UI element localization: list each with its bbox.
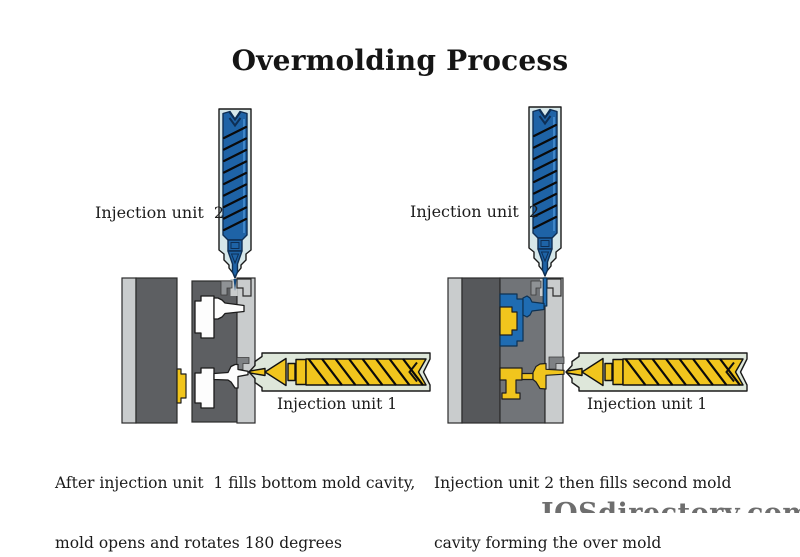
mold-cavity-top-part — [194, 295, 215, 339]
right-diagram — [447, 105, 749, 424]
blue-sprue — [542, 277, 548, 307]
mold-cavity-bottom-part — [194, 367, 215, 409]
first-shot-part — [499, 306, 518, 336]
watermark-clip: IQSdirectory.com — [541, 498, 800, 513]
moving-platen-dark — [461, 277, 501, 424]
nozzle-drip — [233, 279, 237, 291]
left-caption: After injection unit 1 fills bottom mold… — [55, 433, 415, 557]
left-unit2-label: Injection unit 2 — [95, 203, 225, 222]
right-unit2-label: Injection unit 2 — [410, 202, 540, 221]
sprue-channel-housing — [230, 279, 238, 296]
blue-runner — [522, 295, 545, 318]
sprue-step-left — [530, 280, 542, 296]
ejector-tab — [176, 368, 187, 404]
left-caption-line1: After injection unit 1 fills bottom mold… — [55, 474, 416, 492]
cavity-plate — [236, 277, 256, 424]
right-caption-line1: Injection unit 2 then fills second mold — [434, 474, 732, 492]
mold-cavity-bottom-runner — [213, 363, 249, 389]
injection-unit-2-graphic — [527, 105, 563, 278]
left-unit1-label: Injection unit 1 — [277, 395, 398, 413]
sprue-step-left — [220, 280, 233, 296]
moving-platen-dark — [135, 277, 178, 424]
mold-cavity-top-runner — [213, 297, 245, 320]
page-title: Overmolding Process — [231, 44, 569, 77]
left-caption-line2: mold opens and rotates 180 degrees — [55, 534, 342, 552]
watermark: IQSdirectory.com — [541, 498, 800, 513]
right-unit1-label: Injection unit 1 — [587, 395, 708, 413]
cavity-plate — [544, 277, 564, 424]
sprue-step-right — [236, 278, 252, 297]
yellow-runner-stem — [521, 372, 534, 381]
injection-unit-1-graphic — [564, 351, 749, 393]
moving-platen-light — [447, 277, 463, 424]
injection-unit-2-graphic — [217, 107, 253, 280]
injection-unit-1-graphic — [247, 351, 432, 393]
right-caption-line2: cavity forming the over mold — [434, 534, 662, 552]
left-diagram — [121, 107, 432, 424]
moving-platen-light — [121, 277, 137, 424]
yellow-sprue-cone — [532, 362, 565, 390]
right-caption: Injection unit 2 then fills second mold … — [434, 433, 731, 557]
